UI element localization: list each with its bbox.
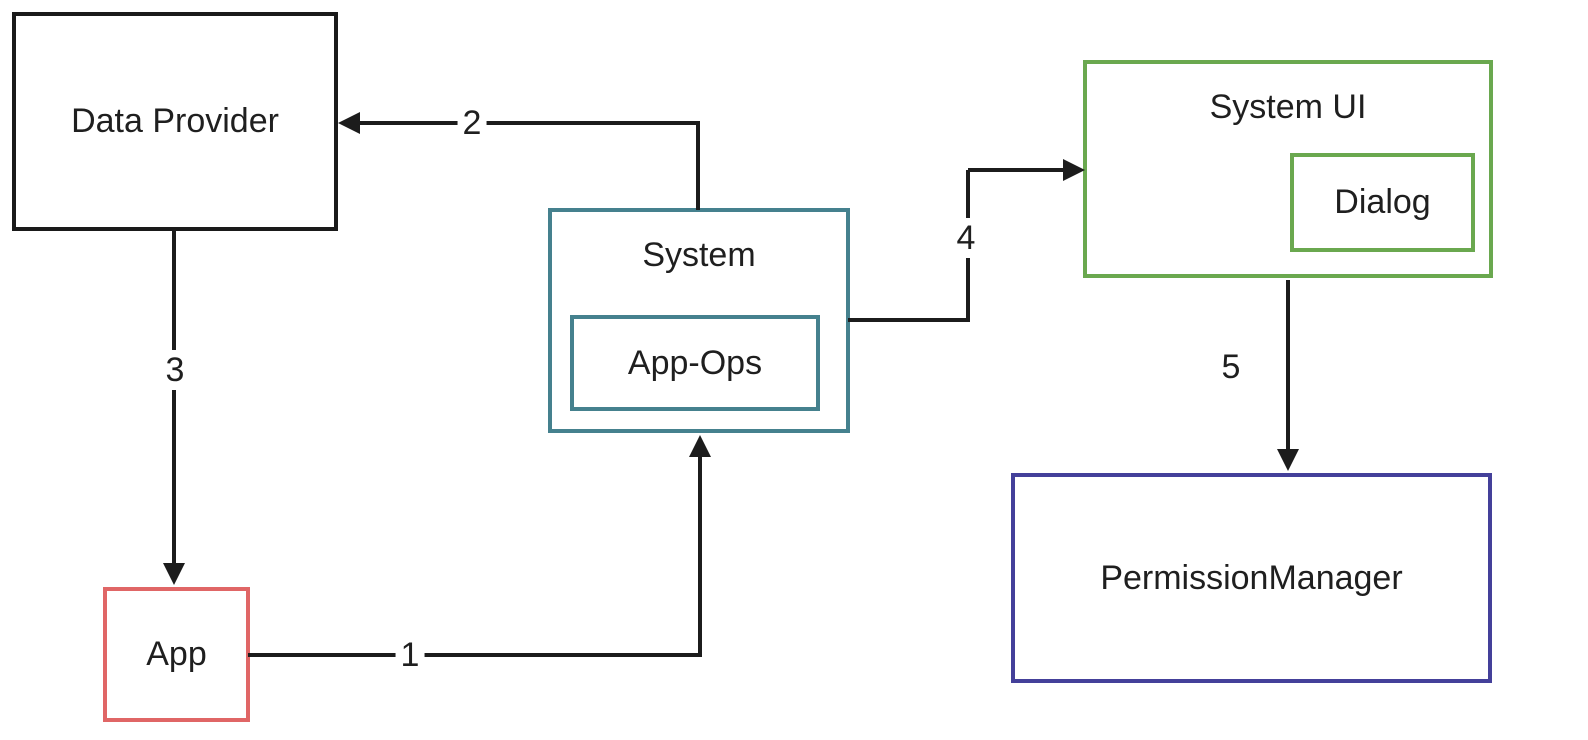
edge-4-line-horizontal-lower <box>848 318 970 322</box>
node-system-ui: System UI Dialog <box>1083 60 1493 278</box>
edge-5-label: 5 <box>1216 347 1246 387</box>
edge-1-label: 1 <box>395 635 425 675</box>
node-app-ops-label: App-Ops <box>627 343 763 382</box>
edge-2-line-vertical <box>696 124 700 210</box>
node-permission-manager: PermissionManager <box>1011 473 1492 683</box>
node-system: System App-Ops <box>548 208 850 433</box>
edge-3-arrowhead-down <box>163 563 185 585</box>
edge-4-line-horizontal-upper <box>968 168 1065 172</box>
edge-3-line-vertical <box>172 229 176 567</box>
node-data-provider-label: Data Provider <box>71 102 279 140</box>
edge-2-arrowhead-left <box>338 112 360 134</box>
edge-1-line-vertical <box>698 455 702 657</box>
node-dialog-label: Dialog <box>1334 183 1431 221</box>
edge-2-line-horizontal <box>356 121 700 125</box>
edge-2-label: 2 <box>457 103 487 143</box>
node-dialog: Dialog <box>1290 153 1475 252</box>
edge-4-label: 4 <box>951 218 981 258</box>
node-system-ui-label: System UI <box>1209 88 1367 126</box>
node-system-label: System <box>642 236 756 274</box>
node-permission-manager-label: PermissionManager <box>1100 558 1403 597</box>
edge-5-line-vertical <box>1286 280 1290 452</box>
edge-3-label: 3 <box>160 350 190 390</box>
edge-1-line-horizontal <box>248 653 702 657</box>
edge-5-arrowhead-down <box>1277 449 1299 471</box>
edge-1-arrowhead-up <box>689 435 711 457</box>
node-app: App <box>103 587 250 722</box>
node-data-provider: Data Provider <box>12 12 338 231</box>
node-app-ops: App-Ops <box>570 315 820 411</box>
edge-4-arrowhead-right <box>1063 159 1085 181</box>
node-app-label: App <box>146 635 207 673</box>
